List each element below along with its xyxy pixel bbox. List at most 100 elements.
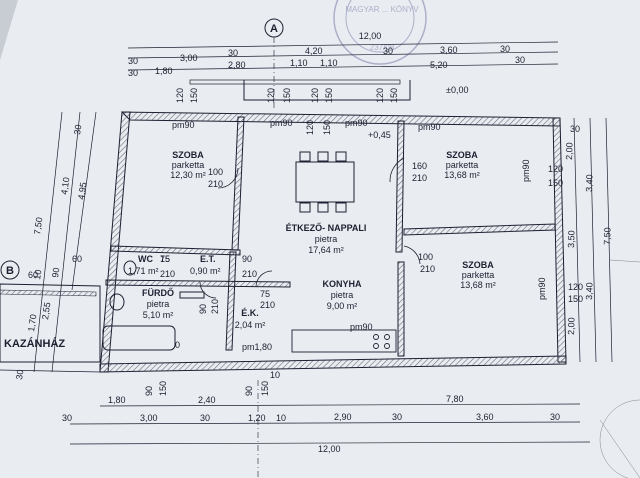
svg-text:2,00: 2,00 — [564, 142, 575, 160]
svg-text:90: 90 — [198, 304, 208, 314]
axis-marker-a: A — [264, 18, 284, 110]
svg-text:150: 150 — [158, 381, 168, 396]
bath-zero: 0 — [175, 340, 180, 350]
bottom-dimension-chains — [69, 403, 591, 445]
svg-text:30: 30 — [62, 413, 72, 423]
room-etkezo-nappali: ÉTKEZŐ- NAPPALI pietra 17,64 m² — [286, 222, 367, 255]
top-open-0: 120 — [175, 88, 185, 103]
window-tags: pm90 pm90 pm90 pm90 pm90 pm90 pm90 pm1,8… — [172, 118, 547, 352]
svg-text:150: 150 — [568, 294, 583, 304]
svg-text:13,68 m²: 13,68 m² — [460, 280, 496, 290]
svg-text:2,00: 2,00 — [566, 317, 577, 335]
door-tags: 100 210 160 210 100 210 75 210 90 210 75… — [160, 161, 435, 314]
top-open-2: 120 — [266, 88, 276, 103]
svg-text:3,40: 3,40 — [584, 282, 595, 300]
svg-text:SZOBA: SZOBA — [446, 150, 478, 160]
top-dim-4: 30 — [383, 46, 393, 56]
svg-text:pm90: pm90 — [350, 322, 373, 332]
svg-text:3,50: 3,50 — [566, 230, 577, 248]
door-swings — [199, 157, 421, 299]
bottom-dim-row2: 30 3,00 30 1,20 10 2,90 30 3,60 30 — [62, 412, 560, 423]
room-szoba-nw: SZOBA parketta 12,30 m² — [170, 150, 206, 180]
room-szoba-ne: SZOBA parketta 13,68 m² — [444, 150, 480, 180]
svg-text:2,55: 2,55 — [40, 302, 52, 321]
svg-text:2,40: 2,40 — [198, 395, 216, 405]
bottom-total-dim: 12,00 — [318, 444, 341, 454]
svg-text:4,95: 4,95 — [76, 182, 88, 201]
svg-text:100: 100 — [208, 167, 223, 177]
svg-text:1,70: 1,70 — [26, 314, 38, 333]
svg-text:pm90: pm90 — [521, 159, 531, 182]
svg-text:30: 30 — [392, 412, 402, 422]
svg-text:30: 30 — [14, 369, 25, 380]
top-dim2-4: 1,10 — [320, 58, 338, 68]
stamp-number: 237/08 — [370, 43, 395, 52]
svg-text:120: 120 — [548, 164, 563, 174]
svg-text:WC: WC — [138, 254, 153, 264]
svg-text:KONYHA: KONYHA — [322, 279, 362, 289]
top-open-5: 150 — [324, 88, 334, 103]
svg-text:SZOBA: SZOBA — [172, 150, 204, 160]
top-dim2-5: 5,20 — [430, 60, 448, 70]
room-ek: É.K. 2,04 m² — [235, 308, 266, 330]
svg-text:1,71 m²: 1,71 m² — [128, 266, 159, 276]
svg-text:pietra: pietra — [315, 234, 338, 244]
svg-text:210: 210 — [208, 179, 223, 189]
svg-text:75: 75 — [160, 254, 170, 264]
room-furdo: FÜRDŐ pietra 5,10 m² — [142, 287, 174, 320]
svg-text:3,00: 3,00 — [140, 413, 158, 423]
svg-text:17,64 m²: 17,64 m² — [308, 245, 344, 255]
entrance-canopy — [243, 80, 411, 101]
svg-text:1,80: 1,80 — [108, 395, 126, 405]
svg-text:210: 210 — [420, 264, 435, 274]
top-open-4: 120 — [310, 88, 320, 103]
top-dim-1: 3,00 — [180, 53, 198, 63]
room-konyha: KONYHA pietra 9,00 m² — [322, 279, 362, 311]
top-dimension-chains — [127, 41, 559, 71]
top-open-6: 120 — [375, 88, 385, 103]
svg-text:90: 90 — [242, 254, 252, 264]
svg-text:210: 210 — [210, 299, 220, 314]
svg-text:7,80: 7,80 — [446, 394, 464, 404]
axis-b-label: B — [6, 265, 14, 277]
svg-text:pm90: pm90 — [345, 118, 368, 128]
axis-marker-b: B — [0, 260, 20, 280]
svg-text:pm1,80: pm1,80 — [242, 342, 272, 352]
canopy-edge — [189, 79, 401, 85]
svg-text:210: 210 — [260, 300, 275, 310]
top-open-1: 150 — [189, 88, 199, 103]
svg-text:2,90: 2,90 — [334, 412, 352, 422]
svg-text:pietra: pietra — [331, 290, 354, 300]
sanitary-fixtures — [102, 260, 205, 351]
svg-text:10: 10 — [276, 413, 286, 423]
top-opening-labels: 120 150 120 150 120 150 120 150 120 150 — [175, 88, 399, 135]
boiler-room-annex — [0, 283, 101, 363]
svg-text:parketta: parketta — [172, 160, 205, 170]
svg-text:210: 210 — [242, 269, 257, 279]
svg-text:0,90 m²: 0,90 m² — [190, 266, 221, 276]
stamp-text: MAGYAR ... KÖNYV — [345, 5, 419, 14]
svg-text:5,10 m²: 5,10 m² — [143, 310, 174, 320]
svg-text:90: 90 — [50, 267, 61, 278]
top-open-7: 150 — [389, 88, 399, 103]
bottom-dim-row1: 1,80 2,40 7,80 — [108, 394, 464, 405]
svg-text:ÉTKEZŐ- NAPPALI: ÉTKEZŐ- NAPPALI — [286, 222, 367, 233]
level-mark: ±0,00 — [446, 85, 468, 95]
top-total-dim: 12,00 — [359, 31, 382, 41]
top-open-8: 120 — [305, 120, 315, 135]
svg-text:13,68 m²: 13,68 m² — [444, 170, 480, 180]
walls — [99, 111, 567, 373]
svg-text:15: 15 — [160, 254, 170, 264]
left-dim-labels: 7,50 4,10 4,95 30 60 90 10 2,55 1,70 30 … — [14, 124, 88, 380]
svg-text:60: 60 — [28, 270, 38, 280]
top-open-3: 150 — [282, 88, 292, 103]
right-dim-labels: 2,00 3,40 7,50 3,50 3,40 2,00 30 120 150… — [548, 124, 613, 335]
top-dim-0: 30 — [128, 56, 138, 66]
svg-text:pm90: pm90 — [418, 122, 441, 132]
svg-text:160: 160 — [412, 161, 427, 171]
svg-text:210: 210 — [160, 269, 175, 279]
svg-text:90: 90 — [244, 386, 254, 396]
room-wc: WC 15 1,71 m² — [128, 254, 170, 276]
